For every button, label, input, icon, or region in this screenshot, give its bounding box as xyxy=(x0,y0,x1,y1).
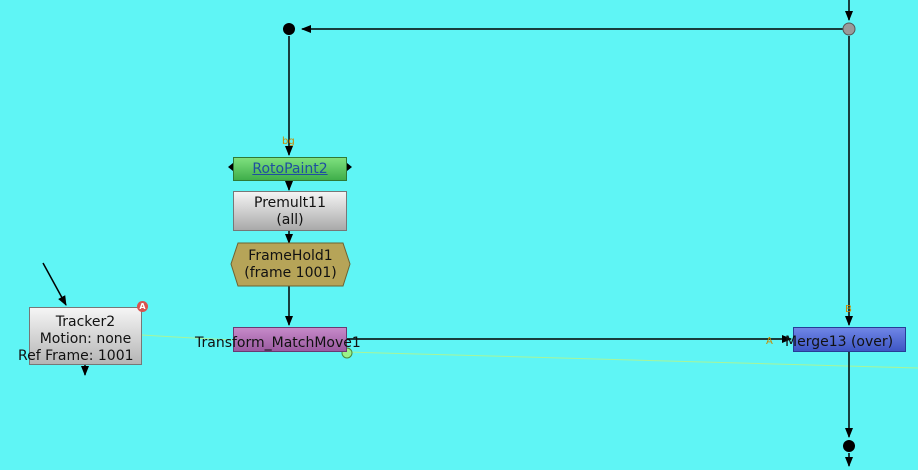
tracker-label: Tracker2 xyxy=(55,314,116,330)
merge-node[interactable] xyxy=(793,327,906,352)
expression-link xyxy=(346,351,918,369)
transform-node[interactable] xyxy=(233,327,347,352)
roto-left-handle[interactable] xyxy=(228,163,233,171)
transform-label: Transform_MatchMove1 xyxy=(195,335,361,351)
rotopaint-label: RotoPaint2 xyxy=(252,161,328,177)
dot-node-left[interactable] xyxy=(283,23,295,35)
framehold-node[interactable]: FrameHold1 (frame 1001) xyxy=(231,248,350,282)
bg-input-label: bg xyxy=(282,136,295,147)
dot-node-right[interactable] xyxy=(842,22,856,36)
rotopaint-node[interactable]: RotoPaint2 xyxy=(233,157,347,181)
tracker-badge-icon: A xyxy=(137,301,148,312)
tracker-motion: Motion: none xyxy=(39,331,132,347)
dot-node-bottom[interactable] xyxy=(843,440,855,452)
premult-label: Premult11 xyxy=(254,195,326,211)
merge-label: Merge13 (over) xyxy=(785,334,894,350)
link-tracker-input[interactable] xyxy=(42,262,67,306)
framehold-label: FrameHold1 xyxy=(248,248,333,264)
tracker-ref-frame: Ref Frame: 1001 xyxy=(18,348,134,364)
merge-b-input-label: B xyxy=(845,304,852,315)
roto-right-handle[interactable] xyxy=(347,163,352,171)
framehold-node-shape[interactable] xyxy=(230,242,351,287)
framehold-sublabel: (frame 1001) xyxy=(244,265,337,281)
tracker-node[interactable]: Tracker2 Motion: none Ref Frame: 1001 xyxy=(18,307,142,365)
premult-node[interactable]: Premult11 (all) xyxy=(233,191,347,231)
premult-sublabel: (all) xyxy=(276,212,304,228)
merge-a-input-label: A xyxy=(766,336,773,347)
expression-link xyxy=(141,334,234,341)
